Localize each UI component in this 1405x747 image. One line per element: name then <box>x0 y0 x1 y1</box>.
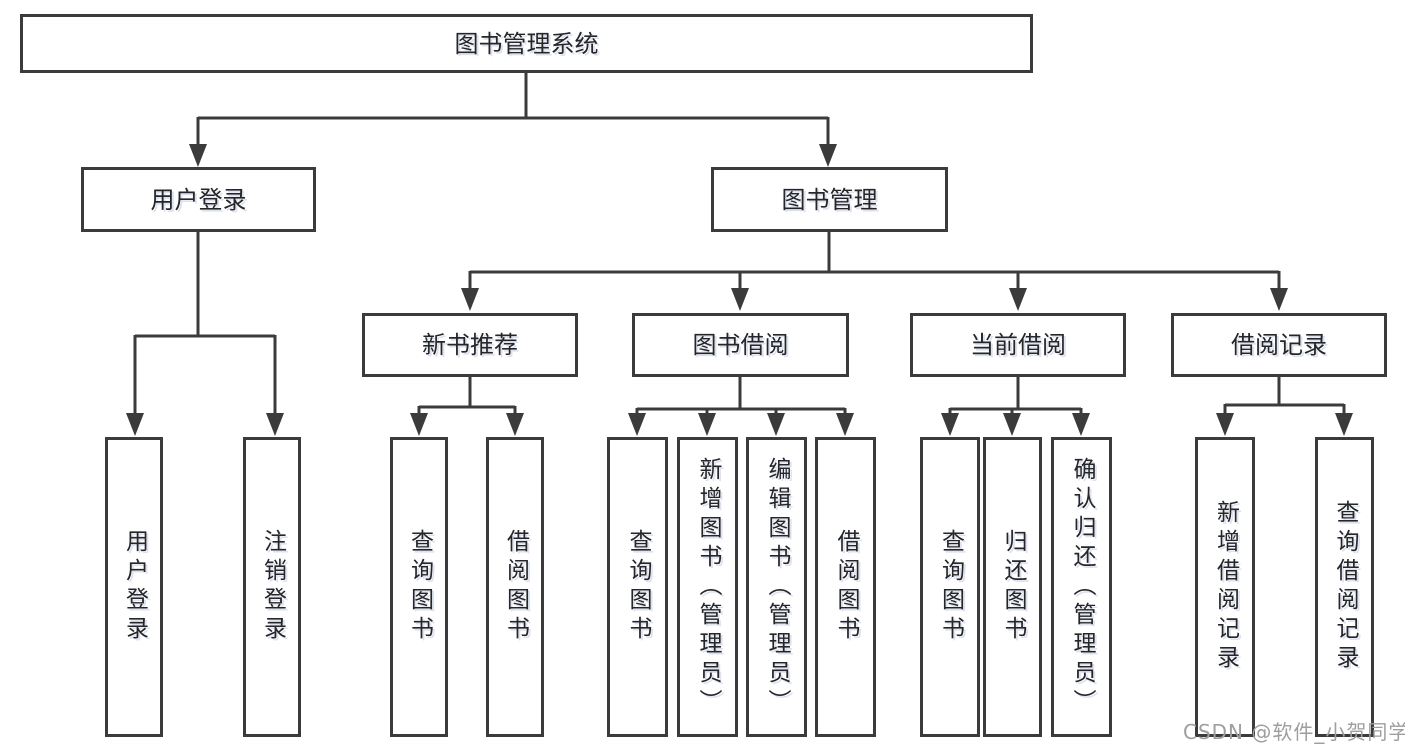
leaf-confirm-return-admin: 确认归还（管理员） <box>1051 437 1112 737</box>
node-book-management: 图书管理 <box>711 167 948 232</box>
leaf-edit-book-admin: 编辑图书（管理员） <box>746 437 807 737</box>
leaf-query-books-recommend: 查询图书 <box>390 437 448 737</box>
node-user-login: 用户登录 <box>81 167 316 232</box>
leaf-query-borrow-record: 查询借阅记录 <box>1315 437 1374 737</box>
leaf-borrow-books-recommend: 借阅图书 <box>486 437 544 737</box>
leaf-borrow-books: 借阅图书 <box>815 437 876 737</box>
node-borrowing-records: 借阅记录 <box>1171 313 1387 377</box>
leaf-logout: 注销登录 <box>243 437 301 737</box>
node-current-borrowing: 当前借阅 <box>910 313 1126 377</box>
node-new-book-recommend: 新书推荐 <box>362 313 578 377</box>
node-root-library-system: 图书管理系统 <box>20 14 1033 73</box>
leaf-query-books-borrow: 查询图书 <box>607 437 668 737</box>
leaf-add-borrow-record: 新增借阅记录 <box>1195 437 1255 737</box>
node-book-borrowing: 图书借阅 <box>632 313 849 377</box>
leaf-return-books: 归还图书 <box>983 437 1042 737</box>
csdn-watermark: CSDN @软件_小贺同学 <box>1183 720 1405 744</box>
leaf-query-books-current: 查询图书 <box>920 437 980 737</box>
leaf-user-login: 用户登录 <box>105 437 163 737</box>
leaf-add-book-admin: 新增图书（管理员） <box>677 437 738 737</box>
